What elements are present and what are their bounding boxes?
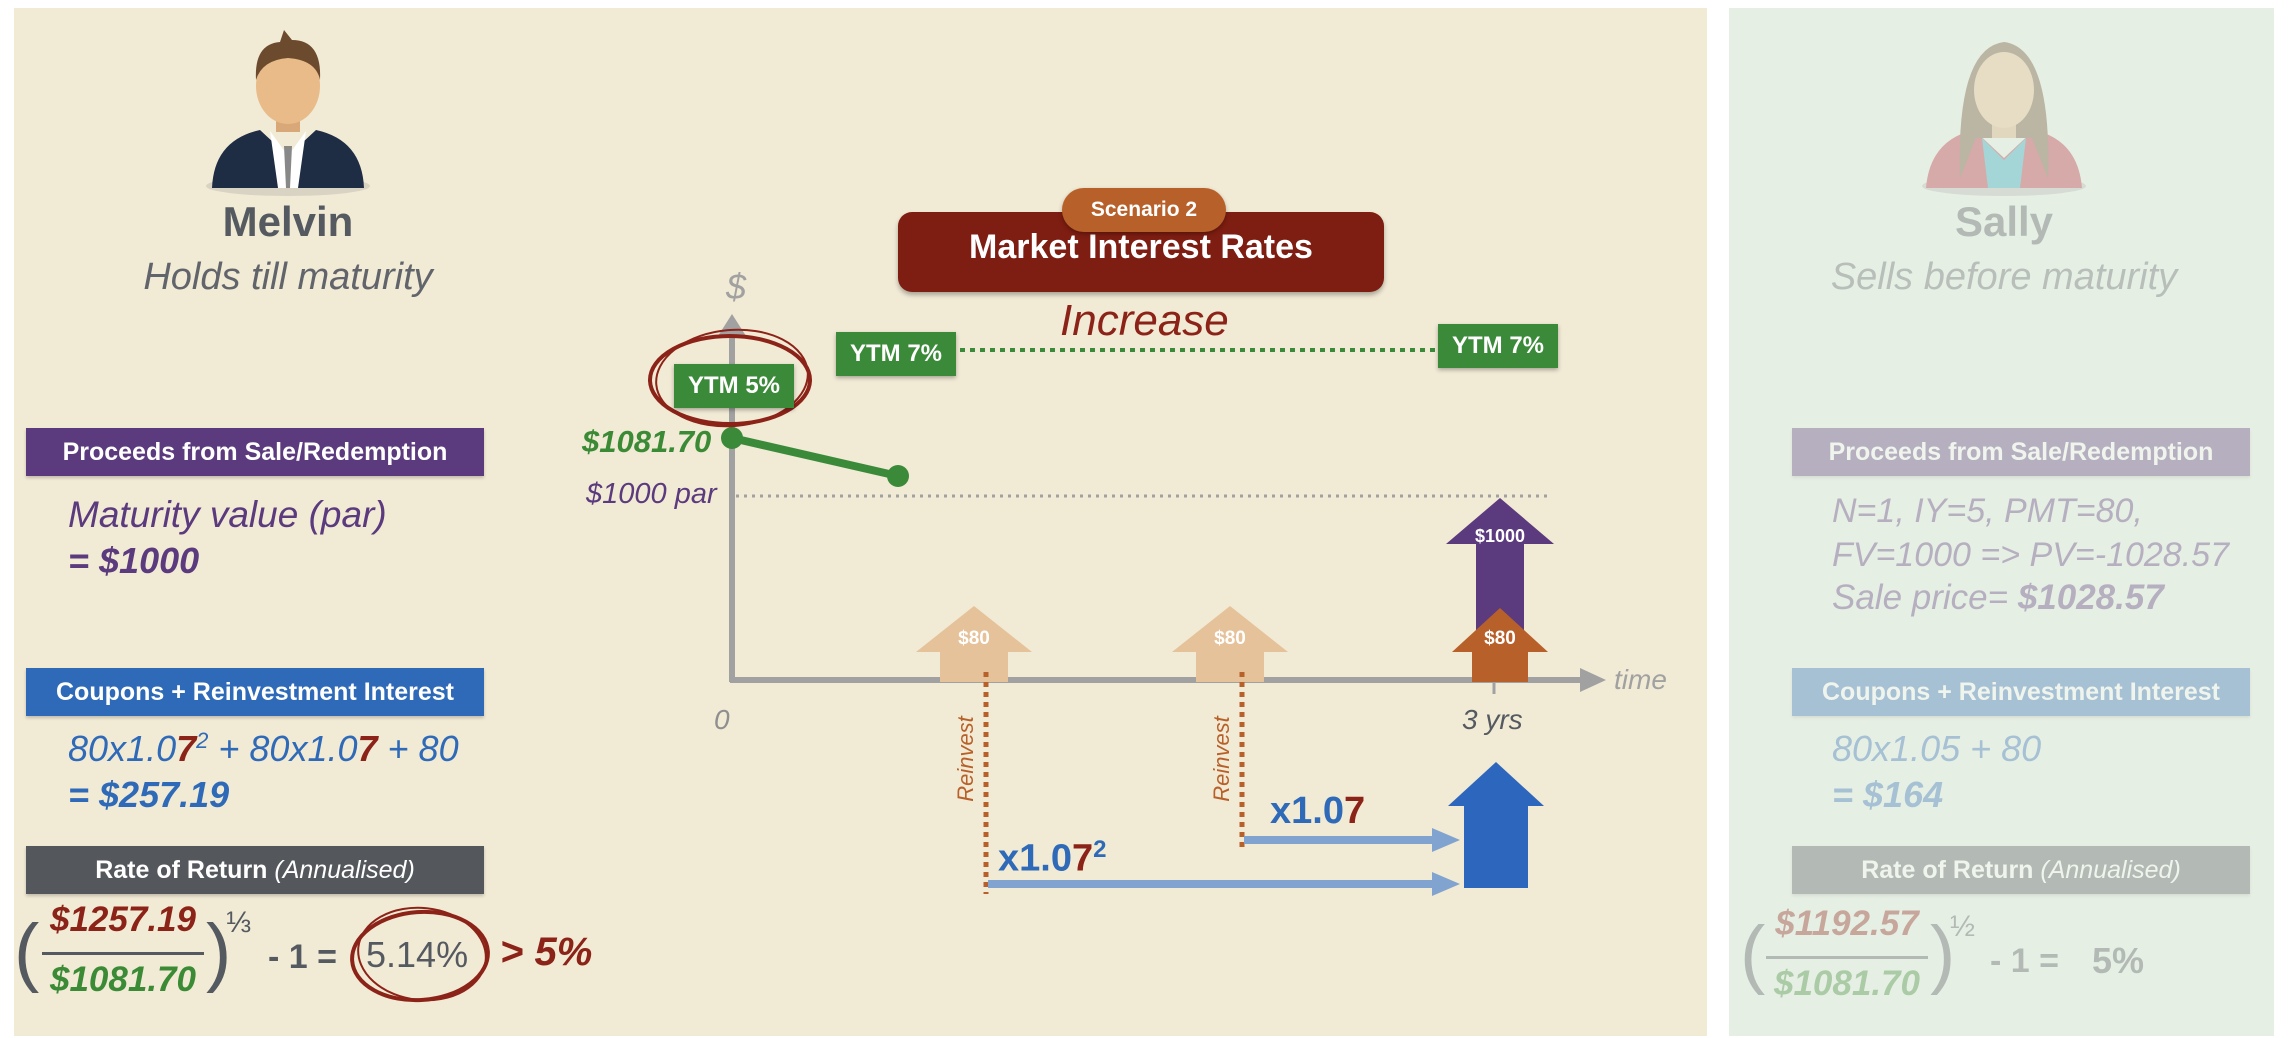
sally-minus-one: - 1 = <box>1990 942 2059 980</box>
coupon-label-1: $80 <box>958 628 990 649</box>
ytm-mid-box: YTM 7% <box>836 332 957 376</box>
sally-denominator: $1081.70 <box>1774 964 1920 1003</box>
ytm-start-circle-stroke <box>655 328 809 428</box>
melvin-avatar <box>206 30 370 196</box>
sally-proceeds-line3: Sale price= $1028.57 <box>1832 578 2164 618</box>
x-axis-label: time <box>1614 664 1667 695</box>
ytm-start-circle <box>648 334 812 426</box>
melvin-proceeds-header: Proceeds from Sale/Redemption <box>26 428 484 476</box>
melvin-comparison: > 5% <box>500 930 593 974</box>
reinvest-arrowhead-1 <box>1432 872 1460 896</box>
sally-panel <box>1729 8 2274 1036</box>
melvin-rate-header: Rate of Return (Annualised) <box>26 846 484 894</box>
melvin-numerator: $1257.19 <box>50 900 196 939</box>
price-point-start <box>721 427 743 449</box>
multiplier-1: x1.072 <box>998 836 1106 881</box>
origin-label: 0 <box>714 704 730 735</box>
melvin-minus-one: - 1 = <box>268 938 337 976</box>
multiplier-base: x1.0 <box>998 837 1072 880</box>
melvin-result: 5.14% <box>366 934 469 975</box>
formula-part: + 80x1.0 <box>208 728 358 769</box>
price-line <box>728 434 902 480</box>
y-axis-label: $ <box>726 266 747 307</box>
formula-part: 80x1.0 <box>68 728 177 769</box>
sally-rate-header: Rate of Return (Annualised) <box>1792 846 2250 894</box>
multiplier-2: x1.07 <box>1270 790 1365 833</box>
coupon-arrow-1 <box>916 606 1032 682</box>
coupon-label-3: $80 <box>1484 628 1516 649</box>
sally-name: Sally <box>1954 198 2054 245</box>
melvin-coupons-total: = $257.19 <box>68 774 230 815</box>
par-payment-arrow <box>1446 498 1554 682</box>
price-label: $1081.70 <box>582 424 712 459</box>
sally-avatar <box>1922 42 2086 196</box>
sally-open-paren: ( <box>1740 911 1766 996</box>
melvin-open-paren: ( <box>14 909 40 994</box>
melvin-close-paren: ) <box>206 909 232 994</box>
scenario-subtitle: Increase <box>1060 296 1229 345</box>
reinvest-label-1: Reinvest <box>953 716 978 802</box>
formula-part: + 80 <box>377 728 459 769</box>
rate-header-label: Rate of Return <box>1861 856 2034 884</box>
fraction-line <box>1766 956 1928 959</box>
melvin-exponent: ⅓ <box>226 906 252 939</box>
melvin-proceeds-line1: Maturity value (par) <box>68 494 387 535</box>
ytm-end-box: YTM 7% <box>1438 324 1559 368</box>
sally-exponent: ½ <box>1950 910 1976 943</box>
sally-proceeds-line2: FV=1000 => PV=-1028.57 <box>1832 536 2229 574</box>
coupon-label-2: $80 <box>1214 628 1246 649</box>
sally-result: 5% <box>2092 940 2145 981</box>
scenario-title: Market Interest Rates <box>969 228 1313 266</box>
end-time-label: 3 yrs <box>1462 704 1523 735</box>
multiplier-base: x1.0 <box>1270 790 1344 832</box>
reinvest-arrowhead-2 <box>1432 828 1460 852</box>
formula-exponent: 2 <box>196 728 209 753</box>
fraction-line <box>42 952 204 955</box>
sally-proceeds-header: Proceeds from Sale/Redemption <box>1792 428 2250 476</box>
scenario-badge <box>1062 188 1226 232</box>
melvin-denominator: $1081.70 <box>50 960 196 999</box>
price-point-end <box>887 465 909 487</box>
melvin-name: Melvin <box>222 198 354 245</box>
reinvestment-total-arrow <box>1448 762 1544 888</box>
formula-rate: 7 <box>357 728 378 769</box>
multiplier-rate: 7 <box>1343 790 1366 832</box>
melvin-coupons-header: Coupons + Reinvestment Interest <box>26 668 484 716</box>
coupon-arrow-2 <box>1172 606 1288 682</box>
melvin-subtitle: Holds till maturity <box>143 256 433 298</box>
par-payment-label: $1000 <box>1474 526 1526 546</box>
rate-header-note: (Annualised) <box>274 856 415 884</box>
sale-price-value: $1028.57 <box>2017 578 2164 617</box>
coupon-arrow-3 <box>1452 608 1548 682</box>
reinvest-label-2: Reinvest <box>1209 716 1234 802</box>
multiplier-exponent: 2 <box>1093 836 1107 863</box>
par-label: $1000 par <box>586 478 717 510</box>
sally-coupons-total: = $164 <box>1832 774 1944 815</box>
sale-price-label: Sale price= <box>1832 578 2018 617</box>
melvin-proceeds-line2: = $1000 <box>68 540 200 581</box>
sally-coupons-header: Coupons + Reinvestment Interest <box>1792 668 2250 716</box>
scenario-badge-label: Scenario 2 <box>1090 198 1198 221</box>
rate-header-note: (Annualised) <box>2040 856 2181 884</box>
sally-close-paren: ) <box>1930 911 1956 996</box>
sally-proceeds-line1: N=1, IY=5, PMT=80, <box>1832 492 2143 530</box>
y-axis-arrowhead <box>718 314 746 336</box>
multiplier-rate: 7 <box>1071 837 1094 880</box>
sally-coupons-formula: 80x1.05 + 80 <box>1832 728 2042 769</box>
sally-numerator: $1192.57 <box>1775 904 1919 943</box>
rate-header-label: Rate of Return <box>95 856 268 884</box>
ytm-start-box: YTM 5% <box>674 364 795 408</box>
result-circle <box>350 906 490 1003</box>
x-axis-arrowhead <box>1580 668 1606 692</box>
formula-rate: 7 <box>176 728 197 769</box>
sally-subtitle: Sells before maturity <box>1830 256 2178 298</box>
melvin-coupons-formula: 80x1.072 + 80x1.07 + 80 <box>68 728 459 770</box>
